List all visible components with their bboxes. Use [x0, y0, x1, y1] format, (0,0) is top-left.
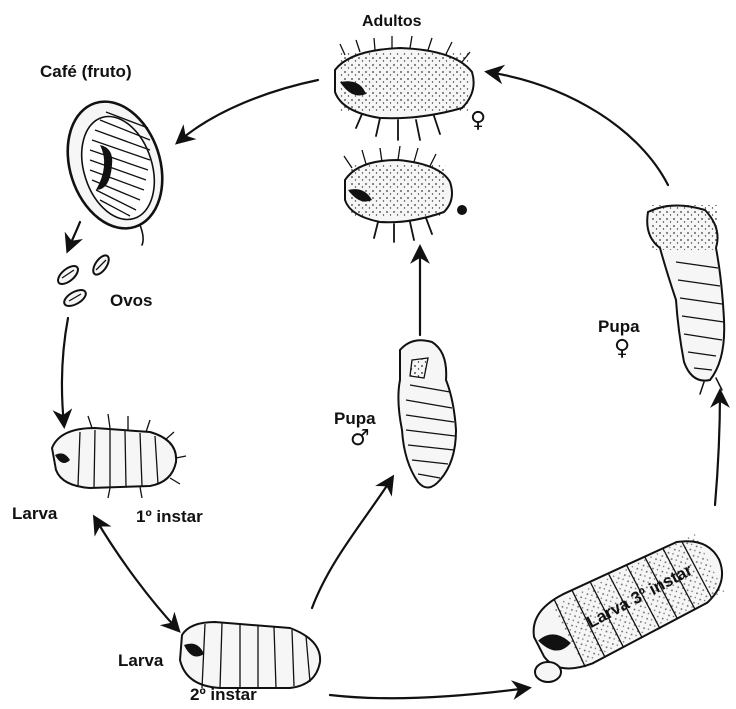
larva-second-instar-illustration	[180, 622, 320, 688]
label-larva-second-instar: 2º instar	[190, 686, 257, 703]
arrow-larva3-to-pupa-female	[715, 392, 720, 505]
arrow-adults-to-coffee	[178, 80, 318, 142]
female-symbol-adult: ♀	[470, 110, 486, 132]
arrow-larva1-to-larva2	[95, 518, 178, 630]
arrow-pupa-female-to-adult	[488, 72, 668, 185]
larva-first-instar-illustration	[52, 414, 186, 498]
arrow-eggs-to-larva1	[62, 318, 68, 425]
label-pupa-female: Pupa	[598, 318, 640, 335]
label-pupa-male: Pupa	[334, 410, 376, 427]
label-adults: Adultos	[362, 14, 422, 30]
label-eggs: Ovos	[110, 292, 153, 309]
arrow-coffee-to-eggs	[68, 222, 80, 250]
pupa-male-illustration	[398, 340, 456, 487]
label-larva-first-instar: 1º instar	[136, 508, 203, 525]
adult-female-illustration	[335, 36, 474, 140]
eggs-illustration	[55, 253, 112, 309]
coffee-fruit-illustration	[52, 89, 178, 245]
arrow-larva2-to-larva3	[330, 688, 528, 698]
label-larva-first: Larva	[12, 505, 57, 522]
arrow-larva2-to-pupa-male	[312, 478, 392, 608]
label-larva-second: Larva	[118, 652, 163, 669]
pupa-female-illustration	[647, 205, 724, 394]
male-symbol: ♂	[350, 428, 370, 450]
adult-male-illustration	[344, 146, 467, 242]
female-symbol-pupa: ♀	[614, 338, 630, 360]
label-coffee-fruit: Café (fruto)	[40, 63, 132, 80]
